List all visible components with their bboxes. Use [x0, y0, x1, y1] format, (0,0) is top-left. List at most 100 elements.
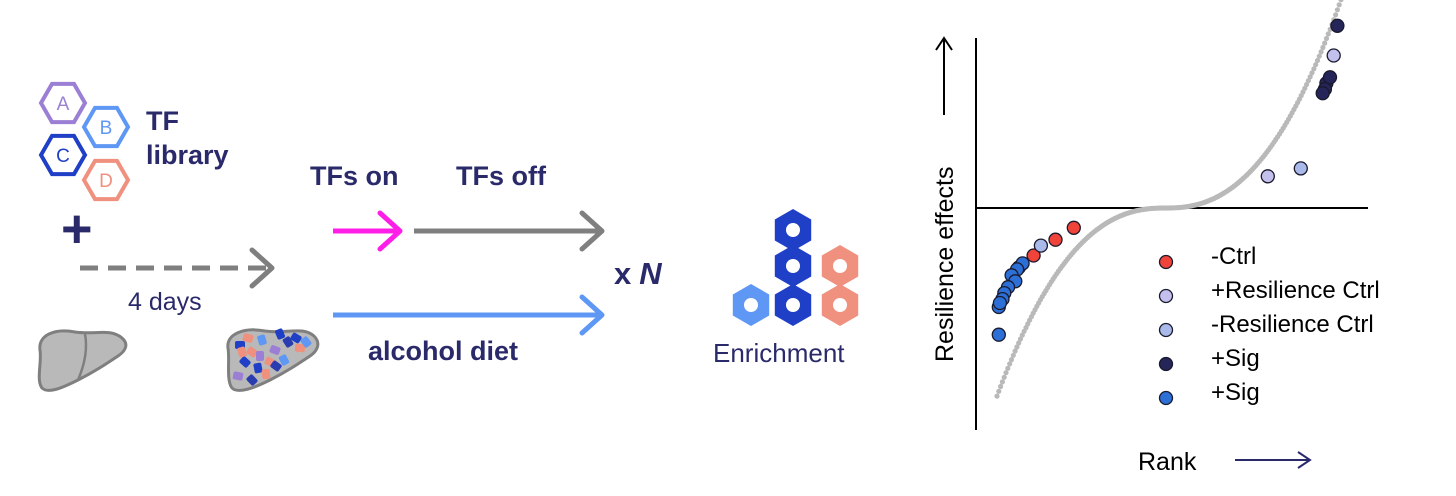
curve-point — [1008, 357, 1015, 363]
legend-label: +Resilience Ctrl — [1211, 277, 1380, 304]
tf-hex-letter: C — [56, 146, 70, 167]
tfs-off-arrow — [414, 210, 605, 252]
point-resiliencectrl — [1260, 169, 1275, 184]
curve-point — [1320, 44, 1326, 51]
liver-cell — [294, 343, 306, 353]
enrichment-hex — [774, 209, 812, 251]
curve-point — [1003, 370, 1009, 376]
liver-cell — [282, 336, 294, 348]
liver-cell — [261, 368, 271, 380]
liver-cell — [246, 346, 258, 358]
enrichment-hex-hole — [833, 259, 847, 273]
tf-hex-c: C — [38, 133, 88, 177]
x-axis-arrow — [1235, 451, 1312, 469]
curve-point — [1309, 70, 1315, 76]
enrichment-hex — [821, 245, 859, 287]
curve-point — [1305, 78, 1311, 84]
legend-label: +Sig — [1211, 379, 1260, 406]
liver-cell — [242, 333, 254, 343]
curve-point — [1323, 35, 1330, 42]
enrichment-hex — [732, 284, 770, 326]
tf-hex-a: A — [38, 81, 88, 125]
point-sig — [1315, 86, 1330, 101]
curve-point — [1338, 0, 1344, 3]
enrichment-hex-hole — [786, 298, 800, 312]
tf-hex-d: D — [81, 158, 131, 202]
curve-point — [1017, 336, 1024, 342]
repeat-prefix: x — [614, 256, 632, 291]
enrichment-hex — [774, 245, 812, 287]
curve-point — [1336, 2, 1342, 8]
legend-swatch — [1158, 288, 1174, 304]
liver-cell — [270, 360, 282, 372]
tf-hex-shape — [38, 81, 88, 125]
curve-point — [1012, 348, 1018, 354]
legend-swatch — [1158, 356, 1174, 372]
x-axis-label: Rank — [1138, 448, 1197, 476]
point-sig — [992, 295, 1008, 311]
background-curve — [994, 0, 1344, 399]
legend-label: -Resilience Ctrl — [1211, 311, 1374, 338]
curve-point — [1016, 340, 1022, 346]
liver-cell — [257, 334, 267, 346]
liver-cell — [239, 356, 251, 368]
liver-icon-engineered — [226, 328, 320, 392]
legend-entry: +Resilience Ctrl — [1158, 277, 1380, 304]
tf-hex-shape — [81, 158, 131, 202]
enrichment-label: Enrichment — [713, 338, 845, 368]
enrichment-hex — [774, 284, 812, 326]
tf-library-hexes: AB C D — [38, 81, 131, 202]
legend-swatch — [1158, 254, 1174, 270]
curve-point — [999, 379, 1006, 385]
liver-cell — [269, 345, 281, 355]
point-sig — [1330, 18, 1345, 33]
legend-swatch — [1158, 390, 1174, 406]
legend-swatch — [1158, 322, 1174, 338]
legend-entry: -Ctrl — [1158, 243, 1256, 270]
point-ctrl — [1066, 220, 1081, 235]
tf-hex-letter: D — [99, 171, 113, 192]
tf-hex-b: B — [81, 105, 131, 149]
curve-point — [1333, 12, 1339, 18]
diet-arrow — [333, 294, 605, 336]
point-resiliencectrl — [1033, 238, 1049, 253]
curve-point — [1311, 66, 1317, 72]
legend-entry: +Sig — [1158, 345, 1260, 372]
enrichment-hex-hole — [744, 298, 758, 312]
legend: -Ctrl +Resilience Ctrl -Resilience Ctrl +Si… — [1158, 243, 1380, 406]
liver-cell — [278, 354, 290, 366]
y-axis-arrow — [935, 36, 953, 115]
point-ctrl — [1026, 248, 1041, 263]
curve-point — [1001, 374, 1007, 380]
legend-label: -Ctrl — [1211, 243, 1256, 270]
curve-point — [1313, 62, 1319, 68]
repeat-count: N — [639, 256, 662, 291]
enrichment-hex — [821, 284, 859, 326]
point-ctrl — [1048, 232, 1063, 247]
curve-point — [1007, 361, 1013, 367]
liver-icon-healthy — [37, 329, 128, 392]
liver-cell — [232, 371, 244, 381]
enrichment-hex-hole — [833, 298, 847, 312]
tf-hex-letter: B — [100, 118, 113, 139]
curve-point — [1307, 74, 1313, 80]
dashed-arrow — [80, 247, 275, 289]
curve-point — [1322, 40, 1328, 46]
legend-label: +Sig — [1211, 345, 1260, 372]
curve-point — [1316, 53, 1322, 59]
tfs-on-label: TFs on — [310, 161, 399, 191]
liver-cell — [290, 332, 302, 344]
curve-point — [1014, 344, 1020, 350]
tf-library-label-line2: library — [146, 140, 229, 170]
liver-cell — [275, 328, 285, 340]
point-sig — [991, 327, 1006, 342]
enrichment-hex-cluster — [732, 209, 859, 326]
point-sig — [1322, 70, 1338, 85]
curve-point — [1325, 31, 1331, 37]
duration-label: 4 days — [128, 288, 202, 316]
curve-point — [994, 393, 1000, 399]
curve-point — [1334, 7, 1340, 13]
curve-point — [1314, 57, 1321, 64]
